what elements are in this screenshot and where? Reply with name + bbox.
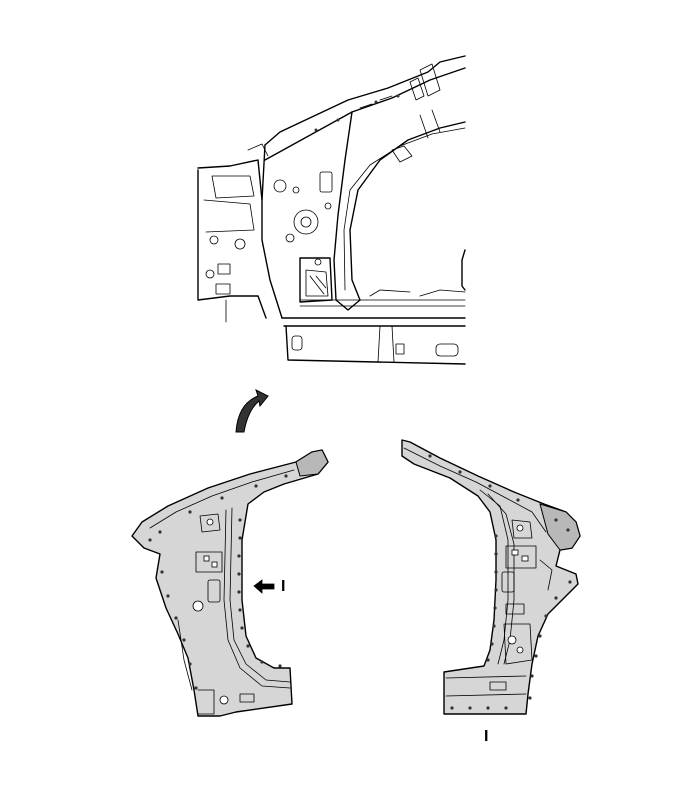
pointer-arrow-icon xyxy=(253,579,275,594)
rotation-arrow-icon xyxy=(235,389,269,433)
callout-label-bottom: I xyxy=(484,728,489,745)
right-side-panel xyxy=(401,439,581,715)
callout-label-left: I xyxy=(281,578,286,595)
left-panel-rivets xyxy=(148,474,288,690)
left-side-panel xyxy=(131,449,329,717)
right-panel-rivets xyxy=(428,454,572,710)
vehicle-body-assembly xyxy=(197,55,466,365)
